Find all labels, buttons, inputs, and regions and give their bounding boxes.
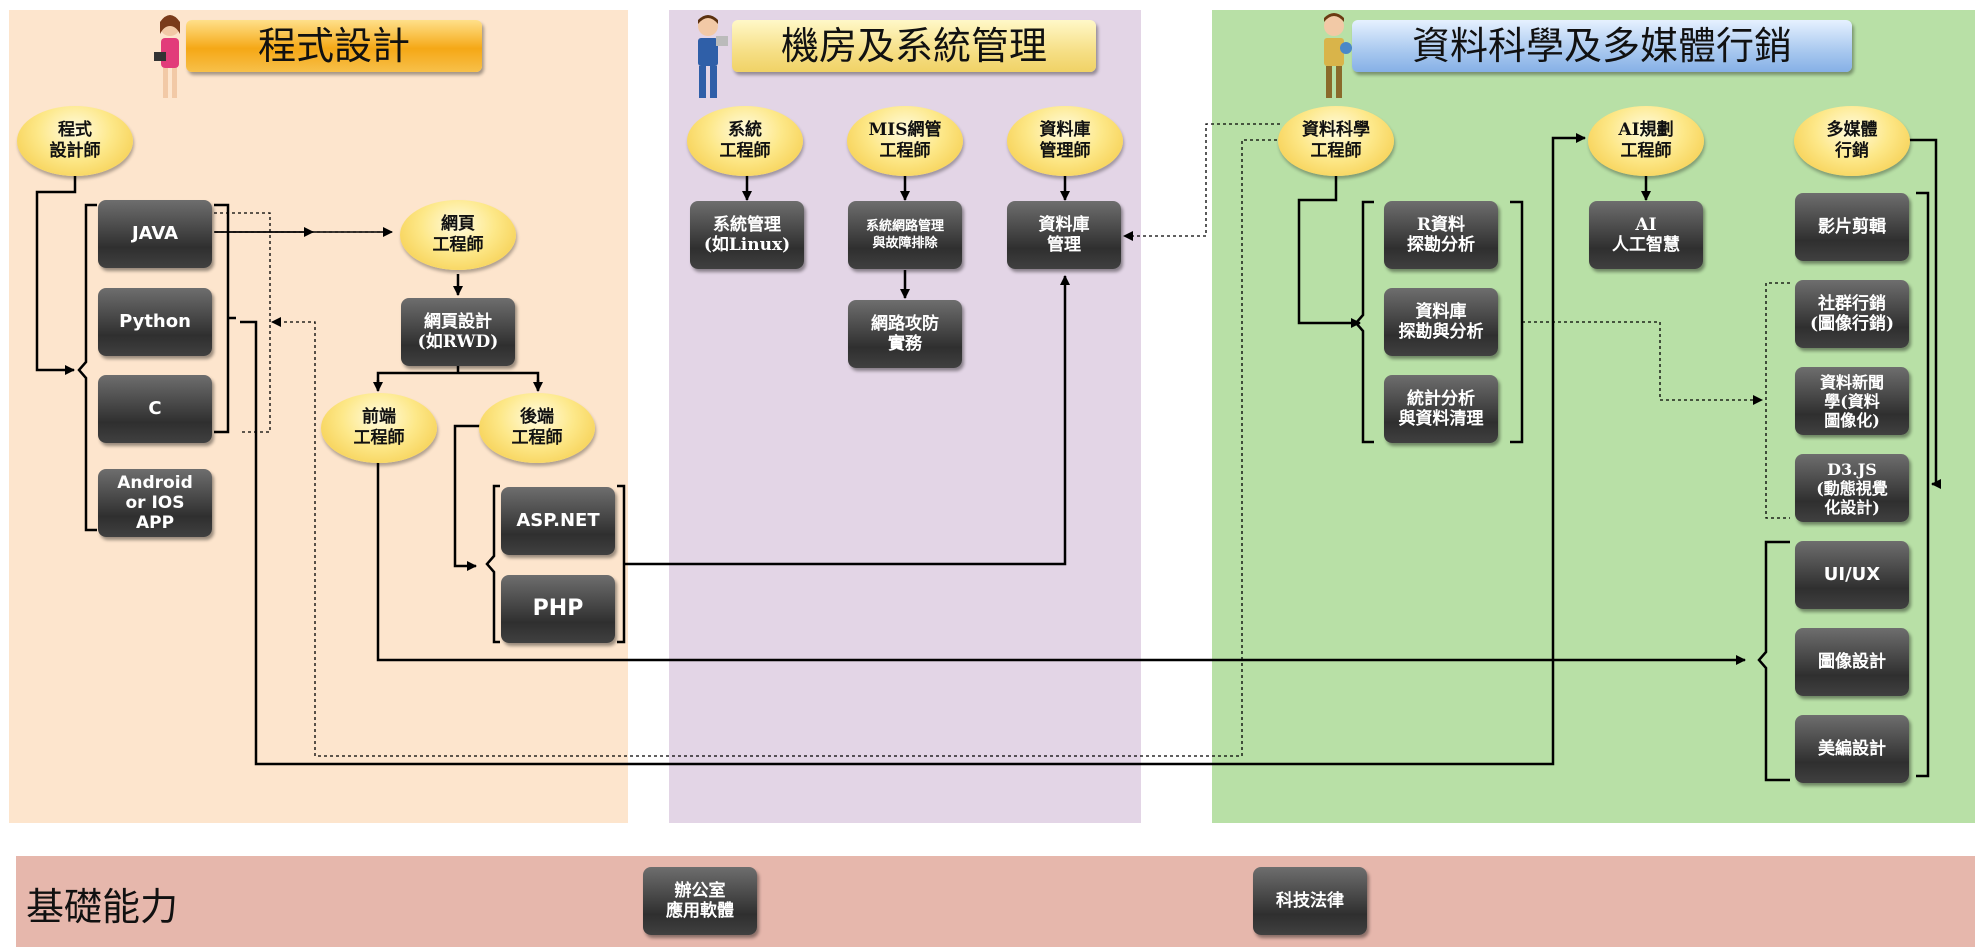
db-mining-dotted — [1522, 321, 1763, 405]
data-scientist-icon — [1324, 13, 1352, 98]
video-editing-skill: 影片剪輯 — [1795, 193, 1909, 261]
r-analysis-skill: R資料 探勘分析 — [1384, 201, 1498, 269]
data-journalism-skill: 資料新聞 學(資料 圖像化) — [1795, 367, 1909, 435]
system-admin-skill: 系統管理 (如Linux) — [690, 201, 804, 269]
statistics-skill: 統計分析 與資料清理 — [1384, 375, 1498, 443]
android-ios-skill: Android or IOS APP — [98, 469, 212, 537]
python-skill: Python — [98, 288, 212, 356]
php-skill: PHP — [501, 575, 615, 643]
basic-skills-title: 基礎能力 — [26, 885, 179, 929]
data-left-brace — [1354, 200, 1374, 444]
lang-left-brace — [77, 203, 97, 532]
db-mining-skill: 資料庫 探勘與分析 — [1384, 288, 1498, 356]
asp-php-left-brace — [485, 484, 500, 644]
tech-law-skill: 科技法律 — [1253, 867, 1367, 935]
java-dotted-brace — [214, 212, 271, 433]
web-engineer-role: 網頁 工程師 — [400, 200, 516, 270]
multimedia-marketing-role: 多媒體 行銷 — [1794, 106, 1910, 176]
asp-php-right-brace — [617, 276, 1065, 644]
social-dotted-brace — [1765, 282, 1790, 519]
graphic-design-skill: 圖像設計 — [1795, 628, 1909, 696]
office-software-skill: 辦公室 應用軟體 — [643, 867, 757, 935]
ui-ux-skill: UI/UX — [1795, 541, 1909, 609]
web-design-skill: 網頁設計 (如RWD) — [401, 298, 515, 366]
python-ai-connector — [240, 133, 1586, 766]
database-admin-skill: 資料庫 管理 — [1007, 201, 1121, 269]
asp-net-skill: ASP.NET — [501, 487, 615, 555]
data-scientist-role: 資料科學 工程師 — [1278, 106, 1394, 176]
programming-title: 程式設計 — [186, 20, 482, 72]
network-security-skill: 網路攻防 實務 — [848, 300, 962, 368]
design-left-brace — [1757, 540, 1790, 782]
network-admin-skill: 系統網路管理 與故障排除 — [848, 201, 962, 269]
social-marketing-skill: 社群行銷 (圖像行銷) — [1795, 280, 1909, 348]
data-science-title: 資料科學及多媒體行銷 — [1352, 20, 1852, 72]
java-skill: JAVA — [98, 200, 212, 268]
dba-role: 資料庫 管理師 — [1007, 106, 1123, 176]
backend-engineer-role: 後端 工程師 — [479, 393, 595, 463]
engineer-worker-icon — [698, 15, 728, 98]
multimedia-right-brace — [1916, 191, 1930, 778]
data-scientist-dotted — [1123, 123, 1280, 241]
multimedia-connector — [1909, 138, 1941, 489]
d3js-skill: D3.JS (動態視覺 化設計) — [1795, 454, 1909, 522]
basic-skills-band — [16, 856, 1975, 947]
data-right-brace — [1510, 200, 1524, 444]
systems-title: 機房及系統管理 — [732, 20, 1096, 72]
programmer-role: 程式 設計師 — [17, 106, 133, 176]
data-scientist-connector — [1297, 176, 1361, 328]
female-programmer-icon — [154, 15, 180, 98]
ai-engineer-role: AI規劃 工程師 — [1588, 106, 1704, 176]
lang-right-brace — [214, 203, 236, 434]
backend-connector — [453, 424, 482, 571]
layout-design-skill: 美編設計 — [1795, 715, 1909, 783]
frontend-engineer-role: 前端 工程師 — [321, 393, 437, 463]
system-engineer-role: 系統 工程師 — [687, 106, 803, 176]
programmer-connector — [35, 176, 77, 375]
mis-engineer-role: MIS網管 工程師 — [847, 106, 963, 176]
c-skill: C — [98, 375, 212, 443]
ai-skill: AI 人工智慧 — [1589, 201, 1703, 269]
frontend-connector — [376, 462, 1746, 665]
